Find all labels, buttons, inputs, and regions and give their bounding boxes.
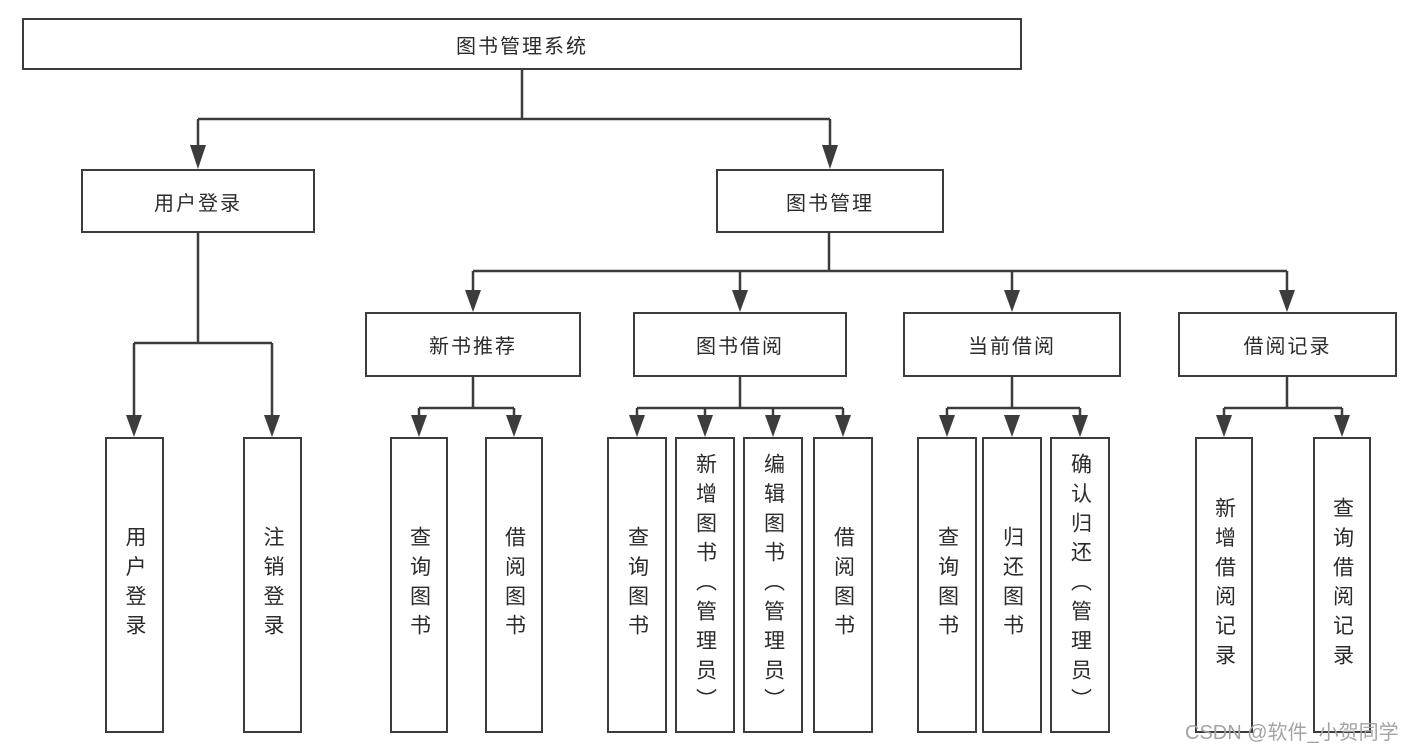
arrowhead-icon [697, 415, 713, 437]
arrowhead-icon [465, 290, 481, 312]
node-user-login: 用户登录 [81, 169, 315, 233]
arrowhead-icon [506, 415, 522, 437]
node-borrowing-records-label: 借阅记录 [1243, 336, 1332, 358]
node-new-book-recommend-label: 新书推荐 [429, 336, 517, 358]
node-current-borrowing: 当前借阅 [903, 312, 1121, 377]
node-book-borrowing: 图书借阅 [633, 312, 847, 377]
edge-root-to-level2 [196, 70, 832, 150]
leaf-borrow-books-borrow-label: 借阅图书 [831, 526, 855, 644]
arrowhead-icon [1004, 415, 1020, 437]
arrowhead-icon [190, 145, 206, 169]
arrowhead-icon [629, 415, 645, 437]
arrowhead-icon [822, 145, 838, 169]
arrowhead-icon [1334, 415, 1350, 437]
leaf-query-books-borrow-label: 查询图书 [625, 526, 649, 644]
node-user-login-label: 用户登录 [154, 192, 242, 215]
arrowhead-icon [1279, 290, 1295, 312]
node-new-book-recommend: 新书推荐 [365, 312, 581, 377]
leaf-add-book-admin-label: 新增图书（管理员） [693, 452, 717, 718]
leaf-borrow-books-newbook: 借阅图书 [485, 437, 543, 733]
edge-bookmgmt-to-level3 [471, 233, 1289, 296]
node-book-management-label: 图书管理 [786, 192, 874, 215]
csdn-watermark: CSDN @软件_小贺同学 [1185, 722, 1399, 744]
leaf-add-book-admin: 新增图书（管理员） [675, 437, 735, 733]
leaf-return-book-label: 归还图书 [1000, 526, 1024, 644]
edge-currentborrow-to-leaves [945, 377, 1082, 421]
leaf-edit-book-admin: 编辑图书（管理员） [743, 437, 803, 733]
edge-records-to-leaves [1222, 377, 1344, 421]
leaf-add-borrow-record: 新增借阅记录 [1195, 437, 1253, 733]
node-borrowing-records: 借阅记录 [1178, 312, 1397, 377]
leaf-query-books-current-label: 查询图书 [935, 526, 959, 644]
leaf-query-books-current: 查询图书 [917, 437, 977, 733]
arrowheads [126, 145, 1350, 437]
leaf-user-login: 用户登录 [105, 437, 164, 733]
leaf-query-books-newbook-label: 查询图书 [407, 526, 431, 644]
arrowhead-icon [1004, 290, 1020, 312]
leaf-query-books-borrow: 查询图书 [607, 437, 667, 733]
edge-bookborrow-to-leaves [635, 377, 845, 421]
leaf-confirm-return-admin-label: 确认归还（管理员） [1068, 452, 1092, 718]
arrowhead-icon [835, 415, 851, 437]
node-current-borrowing-label: 当前借阅 [968, 336, 1056, 358]
leaf-edit-book-admin-label: 编辑图书（管理员） [761, 452, 785, 718]
arrowhead-icon [126, 415, 142, 437]
arrowhead-icon [411, 415, 427, 437]
leaf-borrow-books-newbook-label: 借阅图书 [502, 526, 526, 644]
leaf-return-book: 归还图书 [982, 437, 1042, 733]
arrowhead-icon [264, 415, 280, 437]
leaf-user-login-label: 用户登录 [123, 526, 146, 644]
tree-edges [132, 70, 1344, 421]
leaf-add-borrow-record-label: 新增借阅记录 [1212, 496, 1236, 674]
edge-newbook-to-leaves [417, 377, 516, 421]
arrowhead-icon [732, 290, 748, 312]
leaf-query-books-newbook: 查询图书 [390, 437, 448, 733]
arrowhead-icon [939, 415, 955, 437]
leaf-query-borrow-record: 查询借阅记录 [1313, 437, 1371, 733]
leaf-borrow-books-borrow: 借阅图书 [813, 437, 873, 733]
edge-userlogin-to-leaves [132, 233, 274, 421]
leaf-confirm-return-admin: 确认归还（管理员） [1050, 437, 1110, 733]
leaf-logout: 注销登录 [243, 437, 302, 733]
leaf-query-borrow-record-label: 查询借阅记录 [1330, 496, 1354, 674]
arrowhead-icon [765, 415, 781, 437]
node-root-library-system: 图书管理系统 [22, 18, 1022, 70]
node-root-label: 图书管理系统 [456, 35, 588, 58]
node-book-management: 图书管理 [716, 169, 944, 233]
leaf-logout-label: 注销登录 [261, 526, 284, 644]
node-book-borrowing-label: 图书借阅 [696, 336, 784, 358]
arrowhead-icon [1072, 415, 1088, 437]
arrowhead-icon [1216, 415, 1232, 437]
